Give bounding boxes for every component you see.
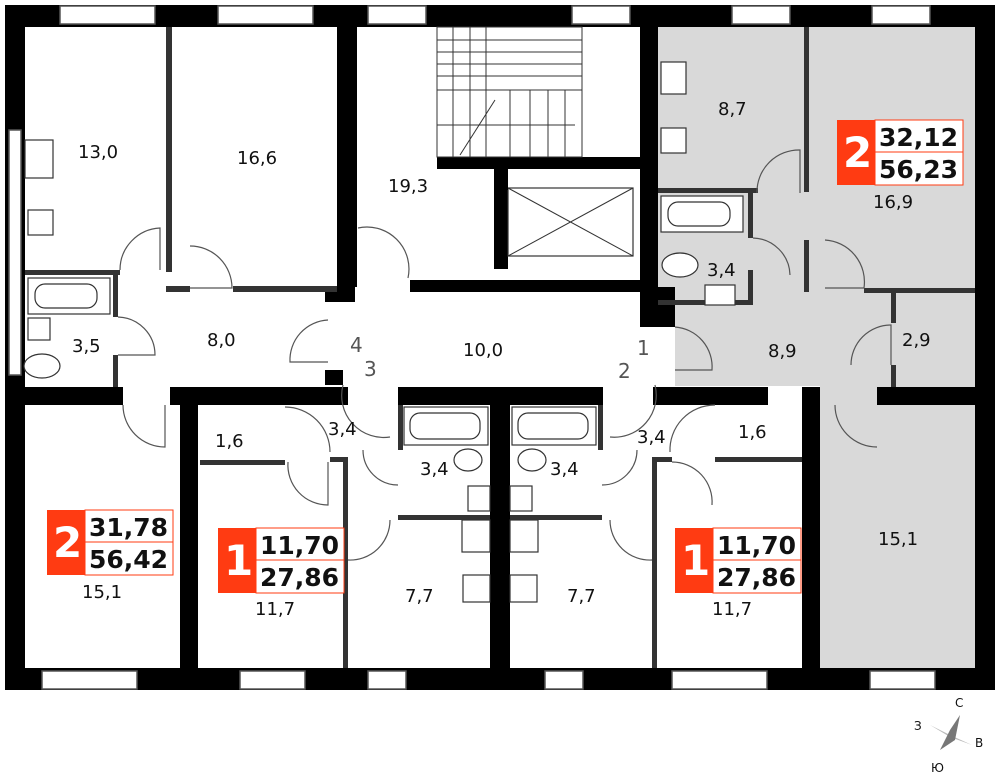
room-area-label: 15,1 — [82, 582, 122, 603]
apartment-door-number: 4 — [350, 333, 363, 357]
windows — [8, 5, 936, 690]
rooms-count: 2 — [843, 128, 872, 177]
living-area: 31,78 — [89, 513, 168, 542]
room-area-label: 7,7 — [567, 586, 596, 607]
room-area-label: 3,4 — [637, 427, 666, 448]
compass-south: Ю — [931, 761, 944, 775]
apartment-door-number: 1 — [637, 336, 650, 360]
rooms-count: 1 — [224, 536, 253, 585]
living-area: 32,12 — [879, 123, 958, 152]
total-area: 27,86 — [717, 563, 796, 592]
compass-east: В — [975, 736, 983, 750]
room-area-label: 16,9 — [873, 192, 913, 213]
compass-north: С — [955, 696, 963, 710]
room-area-label: 7,7 — [405, 586, 434, 607]
room-area-label: 13,0 — [78, 142, 118, 163]
apartment-badge[interactable]: 1 11,70 27,86 — [675, 527, 802, 594]
compass: С В Ю З — [914, 696, 983, 775]
apartment-badge[interactable]: 2 32,12 56,23 — [837, 119, 964, 186]
room-area-label: 11,7 — [255, 599, 295, 620]
rooms-count: 1 — [681, 536, 710, 585]
room-area-label: 3,4 — [328, 419, 357, 440]
compass-west: З — [914, 719, 922, 733]
room-area-label: 10,0 — [463, 340, 503, 361]
apartment-badge[interactable]: 2 31,78 56,42 — [47, 509, 174, 576]
apartment-door-number: 3 — [364, 357, 377, 381]
total-area: 27,86 — [260, 563, 339, 592]
stairs — [436, 26, 583, 158]
apartment-badge[interactable]: 1 11,70 27,86 — [218, 527, 345, 594]
room-area-label: 8,7 — [718, 99, 747, 120]
room-area-label: 3,5 — [72, 336, 101, 357]
apartment-door-number: 2 — [618, 359, 631, 383]
door-numbers: 4 3 1 2 — [350, 333, 650, 383]
room-area-label: 15,1 — [878, 529, 918, 550]
room-area-label: 1,6 — [215, 431, 244, 452]
room-labels: 13,0 16,6 19,3 8,7 16,9 3,4 3,5 8,0 10,0… — [72, 99, 931, 620]
room-area-label: 3,4 — [550, 459, 579, 480]
fixtures — [23, 61, 744, 603]
room-area-label: 11,7 — [712, 599, 752, 620]
interior-walls — [25, 27, 975, 668]
room-area-label: 3,4 — [420, 459, 449, 480]
room-area-label: 2,9 — [902, 330, 931, 351]
room-area-label: 16,6 — [237, 148, 277, 169]
total-area: 56,23 — [879, 155, 958, 184]
room-area-label: 8,9 — [768, 341, 797, 362]
elevator — [498, 175, 634, 257]
room-area-label: 3,4 — [707, 260, 736, 281]
room-area-label: 19,3 — [388, 176, 428, 197]
partitions — [25, 27, 975, 668]
room-area-label: 1,6 — [738, 422, 767, 443]
doors — [117, 149, 892, 561]
rooms-count: 2 — [53, 518, 82, 567]
living-area: 11,70 — [260, 531, 339, 560]
living-area: 11,70 — [717, 531, 796, 560]
total-area: 56,42 — [89, 545, 168, 574]
room-area-label: 8,0 — [207, 330, 236, 351]
